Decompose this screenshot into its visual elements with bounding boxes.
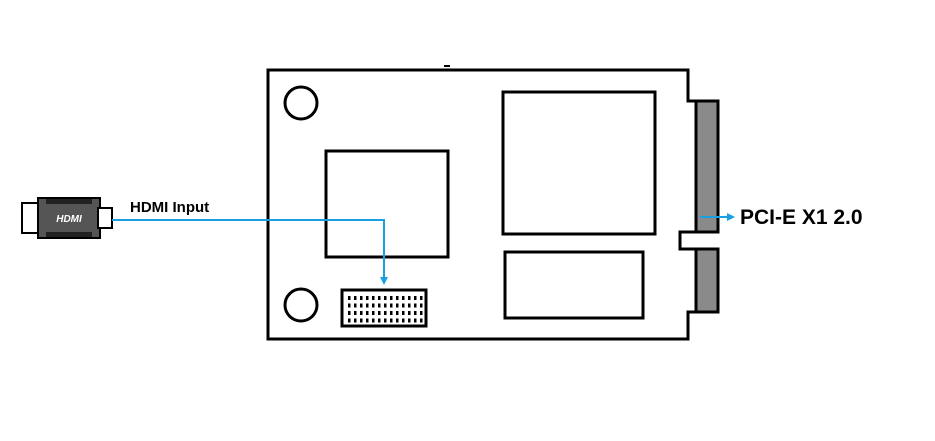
pin <box>348 296 351 300</box>
pin <box>420 311 423 315</box>
pin <box>384 318 387 323</box>
pin <box>372 296 375 300</box>
pin-header-pins <box>348 296 423 323</box>
pin <box>414 311 417 315</box>
pin <box>384 303 387 308</box>
pin <box>408 311 411 315</box>
pin <box>390 296 393 300</box>
pin <box>390 311 393 315</box>
pin <box>414 296 417 300</box>
pin <box>378 296 381 300</box>
pin <box>402 303 405 308</box>
pin <box>354 296 357 300</box>
pin <box>414 318 417 323</box>
chip-center <box>324 149 450 259</box>
pin <box>378 303 381 308</box>
pin <box>348 303 351 308</box>
pin <box>372 318 375 323</box>
pin <box>348 311 351 315</box>
pin <box>354 318 357 323</box>
pin <box>402 318 405 323</box>
mounting-hole-top-left <box>283 85 319 121</box>
hdmi-logo-text: HDMI <box>56 214 82 225</box>
chip-large-right <box>501 90 657 236</box>
pin <box>408 318 411 323</box>
hdmi-input-label: HDMI Input <box>130 199 209 216</box>
pin <box>366 318 369 323</box>
pin <box>360 318 363 323</box>
pin <box>366 303 369 308</box>
pin <box>384 311 387 315</box>
pin <box>360 311 363 315</box>
pin <box>390 318 393 323</box>
pin <box>378 311 381 315</box>
pin <box>366 311 369 315</box>
edge-connector-upper <box>694 99 720 234</box>
pin <box>396 311 399 315</box>
pin <box>396 318 399 323</box>
pin <box>372 311 375 315</box>
pin <box>408 296 411 300</box>
pin <box>420 296 423 300</box>
pin <box>354 311 357 315</box>
hdmi-connector-icon: HDMI <box>21 197 113 239</box>
pin <box>402 296 405 300</box>
pin <box>402 311 405 315</box>
mounting-hole-bottom-left <box>283 287 319 323</box>
pin <box>354 303 357 308</box>
pin <box>420 303 423 308</box>
pin <box>396 296 399 300</box>
pin <box>390 303 393 308</box>
pin <box>378 318 381 323</box>
hdmi-plug-band-bottom <box>46 232 92 237</box>
pin <box>366 296 369 300</box>
pin <box>360 296 363 300</box>
pin <box>348 318 351 323</box>
pin <box>414 303 417 308</box>
edge-connector-lower <box>694 247 720 314</box>
pin <box>360 303 363 308</box>
pin <box>420 318 423 323</box>
hdmi-cable-end <box>97 207 113 229</box>
pin <box>408 303 411 308</box>
hdmi-signal-line <box>112 219 388 285</box>
pin <box>372 303 375 308</box>
pin <box>384 296 387 300</box>
hdmi-plug-body <box>37 197 101 239</box>
pcie-label: PCI-E X1 2.0 <box>740 206 863 229</box>
chip-small-right <box>503 250 645 320</box>
pin <box>396 303 399 308</box>
hdmi-plug-band-top <box>46 199 92 204</box>
